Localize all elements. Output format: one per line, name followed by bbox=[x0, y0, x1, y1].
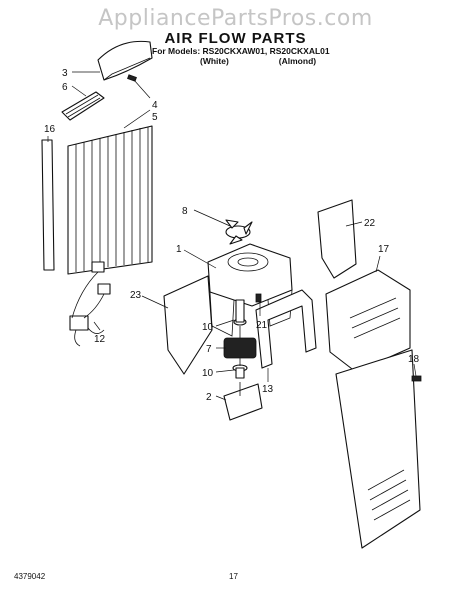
part-12-wiring-harness bbox=[69, 261, 111, 347]
part-16-seal-strip bbox=[41, 139, 55, 271]
callout-1: 1 bbox=[176, 244, 182, 255]
callout-16: 16 bbox=[44, 124, 56, 135]
callout-7: 7 bbox=[206, 344, 212, 355]
callout-6: 6 bbox=[62, 82, 68, 93]
part-4-screw bbox=[127, 74, 137, 82]
callout-10-upper: 10 bbox=[202, 322, 214, 333]
part-5-evaporator-cover bbox=[67, 125, 153, 275]
part-6-gasket bbox=[61, 91, 105, 121]
callout-8: 8 bbox=[182, 206, 188, 217]
variant-white: (White) bbox=[200, 56, 229, 66]
part-18-screw bbox=[411, 375, 422, 382]
part-10-grommet-upper bbox=[233, 299, 247, 326]
callout-13: 13 bbox=[262, 384, 274, 395]
part-8-fan-blade bbox=[225, 219, 253, 245]
callout-23: 23 bbox=[130, 290, 142, 301]
document-number: 4379042 bbox=[14, 572, 46, 581]
leader-lines bbox=[47, 71, 417, 401]
part-21-screw bbox=[255, 293, 262, 303]
callout-17: 17 bbox=[378, 244, 390, 255]
callout-4: 4 bbox=[152, 100, 158, 111]
callout-5: 5 bbox=[152, 112, 158, 123]
callout-10-lower: 10 bbox=[202, 368, 214, 379]
models-line: For Models: RS20CKXAW01, RS20CKXAL01 bbox=[152, 46, 330, 56]
part-17-air-duct bbox=[325, 269, 421, 549]
page-number: 17 bbox=[229, 572, 238, 581]
page-title: AIR FLOW PARTS bbox=[164, 30, 307, 47]
variant-almond: (Almond) bbox=[278, 56, 317, 66]
model-variants: (White) (Almond) bbox=[200, 56, 316, 66]
callout-2: 2 bbox=[206, 392, 212, 403]
callout-12: 12 bbox=[94, 334, 106, 345]
part-23-left-duct bbox=[163, 275, 213, 375]
part-3-shroud-cover bbox=[97, 40, 153, 81]
callout-22: 22 bbox=[364, 218, 376, 229]
callout-21: 21 bbox=[256, 320, 268, 331]
part-13-bracket bbox=[255, 289, 317, 369]
callout-18: 18 bbox=[408, 354, 420, 365]
part-22-duct-panel bbox=[317, 199, 357, 279]
callout-3: 3 bbox=[62, 68, 68, 79]
part-2-motor-bracket bbox=[223, 382, 263, 421]
part-10-grommet-lower bbox=[232, 364, 248, 379]
part-7-fan-motor bbox=[223, 326, 257, 366]
part-1-fan-shroud bbox=[207, 243, 293, 337]
